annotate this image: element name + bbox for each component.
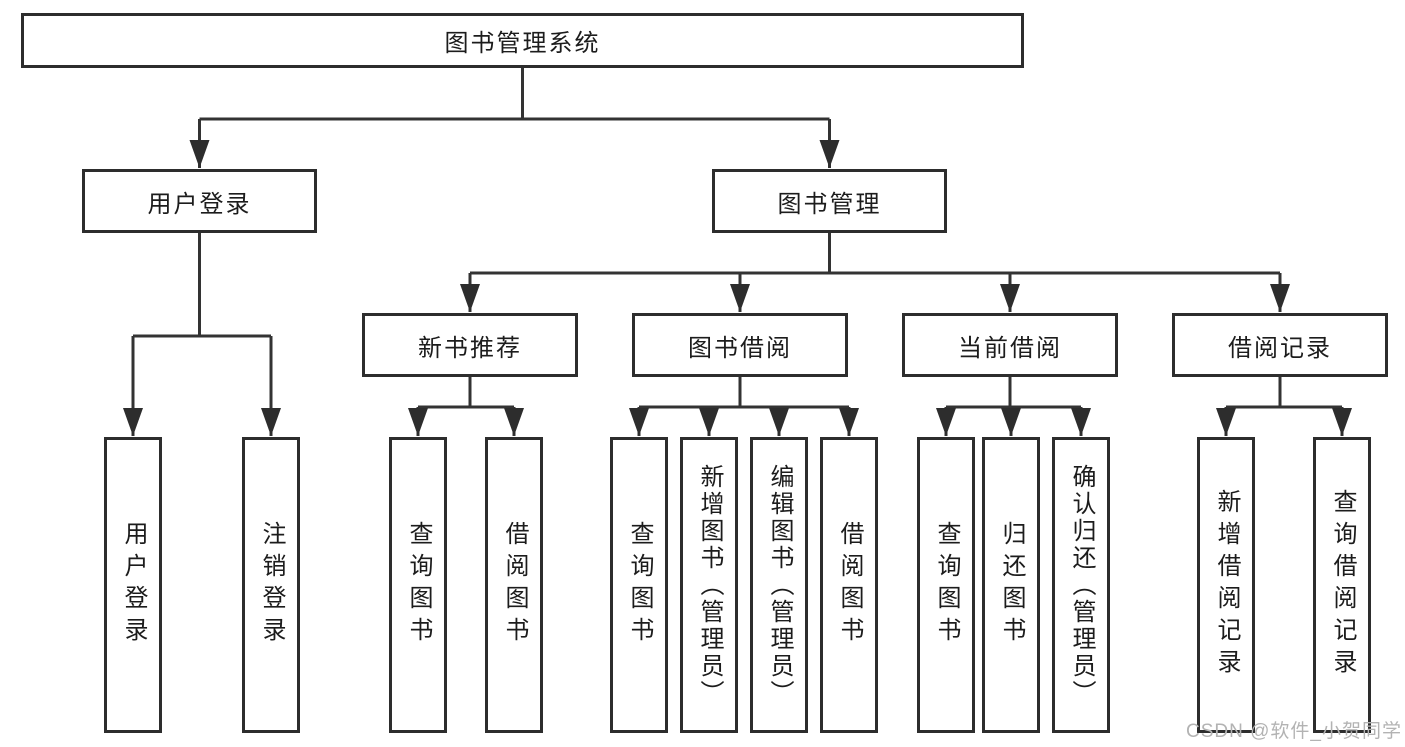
arrow-down-icon: [1216, 408, 1236, 436]
arrow-down-icon: [839, 408, 859, 436]
leaf-add-borrow-record: 新增借阅记录: [1197, 437, 1255, 733]
arrow-down-icon: [408, 408, 428, 436]
node-new-book-recommend: 新书推荐: [362, 313, 578, 377]
leaf-query-books-current: 查询图书: [917, 437, 975, 733]
leaf-borrow-books-newrec: 借阅图书: [485, 437, 543, 733]
arrow-down-icon: [189, 140, 210, 168]
arrow-down-icon: [261, 408, 281, 436]
node-current-borrowing: 当前借阅: [902, 313, 1118, 377]
leaf-return-books: 归还图书: [982, 437, 1040, 733]
node-label: 查询图书: [405, 521, 432, 649]
connector-user-login-to-leaves: [131, 233, 273, 436]
arrow-down-icon: [1332, 408, 1352, 436]
arrow-down-icon: [629, 408, 649, 436]
node-label: 图书管理: [777, 190, 882, 218]
node-label: 借阅记录: [1228, 334, 1332, 362]
node-label: 新增借阅记录: [1213, 489, 1240, 681]
connector-borrow-record-to-leaves: [1224, 377, 1344, 436]
arrow-down-icon: [769, 408, 789, 436]
node-book-management: 图书管理: [712, 169, 947, 233]
connector-book-mgmt-to-level3: [468, 233, 1282, 312]
node-label: 图书借阅: [688, 334, 792, 362]
node-label: 当前借阅: [958, 334, 1062, 362]
leaf-logout: 注销登录: [242, 437, 300, 733]
arrowheads: [123, 140, 1352, 436]
node-label: 借阅图书: [501, 521, 528, 649]
arrow-down-icon: [1001, 408, 1021, 436]
node-label: 新增图书（管理员）: [696, 463, 723, 707]
arrow-down-icon: [936, 408, 956, 436]
leaf-borrow-books: 借阅图书: [820, 437, 878, 733]
node-book-borrowing: 图书借阅: [632, 313, 848, 377]
csdn-watermark: CSDN @软件_小贺同学: [1186, 721, 1402, 742]
node-borrowing-records: 借阅记录: [1172, 313, 1388, 377]
node-label: 查询图书: [933, 521, 960, 649]
connector-root-to-level2: [198, 68, 831, 168]
node-label: 图书管理系统: [444, 30, 601, 57]
arrow-down-icon: [819, 140, 840, 168]
node-label: 新书推荐: [418, 334, 522, 362]
arrow-down-icon: [504, 408, 524, 436]
node-library-management-system: 图书管理系统: [21, 13, 1024, 68]
node-label: 借阅图书: [836, 521, 863, 649]
arrow-down-icon: [1071, 408, 1091, 436]
node-label: 确认归还（管理员）: [1068, 463, 1095, 707]
leaf-query-books-borrow: 查询图书: [610, 437, 668, 733]
node-label: 查询借阅记录: [1329, 489, 1356, 681]
node-label: 编辑图书（管理员）: [766, 463, 793, 707]
connector-book-borrow-to-leaves: [637, 377, 851, 436]
leaf-user-login: 用户登录: [104, 437, 162, 733]
node-user-login: 用户登录: [82, 169, 317, 233]
arrow-down-icon: [699, 408, 719, 436]
leaf-query-borrow-record: 查询借阅记录: [1313, 437, 1371, 733]
node-label: 注销登录: [258, 521, 285, 649]
leaf-add-books-admin: 新增图书（管理员）: [680, 437, 738, 733]
arrow-down-icon: [730, 284, 750, 312]
node-label: 用户登录: [147, 190, 252, 218]
arrow-down-icon: [1000, 284, 1020, 312]
node-label: 用户登录: [120, 521, 147, 649]
arrow-down-icon: [460, 284, 480, 312]
leaf-confirm-return-admin: 确认归还（管理员）: [1052, 437, 1110, 733]
connector-new-book-rec-to-leaves: [416, 377, 516, 436]
arrow-down-icon: [1270, 284, 1290, 312]
leaf-edit-books-admin: 编辑图书（管理员）: [750, 437, 808, 733]
leaf-query-books-newrec: 查询图书: [389, 437, 447, 733]
node-label: 查询图书: [626, 521, 653, 649]
node-label: 归还图书: [998, 521, 1025, 649]
arrow-down-icon: [123, 408, 143, 436]
